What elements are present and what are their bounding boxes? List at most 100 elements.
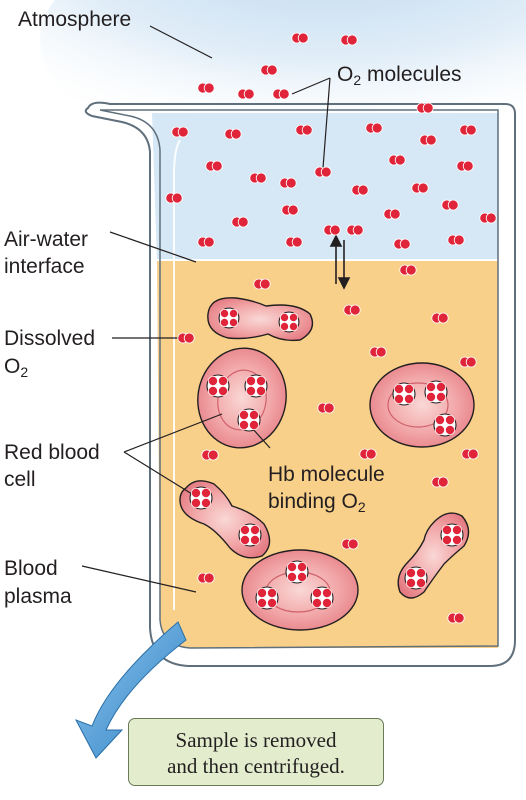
o2-molecule xyxy=(171,126,189,138)
o2-leader-1 xyxy=(291,77,331,95)
label-dissolved-o2-prefix: O xyxy=(4,355,21,378)
o2-molecule xyxy=(441,199,459,211)
o2-molecule xyxy=(295,124,313,136)
hb-molecule xyxy=(244,374,268,398)
label-rbc-line2: cell xyxy=(4,468,36,491)
o2-leader-2 xyxy=(322,77,331,169)
o2-molecule xyxy=(383,208,401,220)
label-dissolved-o2-sub: 2 xyxy=(20,364,29,380)
o2-molecule xyxy=(461,448,479,460)
sample-note-line2: and then centrifuged. xyxy=(167,754,345,778)
o2-molecule xyxy=(291,32,309,44)
o2-molecule xyxy=(419,134,437,146)
hb-molecule xyxy=(424,380,448,404)
hb-molecule xyxy=(440,523,464,547)
o2-molecule xyxy=(323,224,341,236)
label-air-water-line1: Air-water xyxy=(4,228,89,251)
o2-molecule xyxy=(399,264,417,276)
o2-molecule xyxy=(224,128,242,140)
hb-leader xyxy=(251,427,271,449)
o2-molecule xyxy=(165,192,183,204)
o2-molecule xyxy=(253,278,271,290)
o2-molecules xyxy=(165,32,497,624)
o2-molecule xyxy=(459,356,477,368)
hb-molecule xyxy=(433,413,457,437)
hb-molecule xyxy=(238,523,262,547)
label-o2-molecules-suffix: molecules xyxy=(361,63,462,86)
hb-molecule xyxy=(255,586,279,610)
hb-molecule xyxy=(189,486,213,510)
sample-note-box: Sample is removed and then centrifuged. xyxy=(128,718,384,786)
beaker-glass-inner xyxy=(99,109,499,649)
o2-molecule xyxy=(479,212,497,224)
o2-molecule xyxy=(197,82,215,94)
o2-molecule xyxy=(447,234,465,246)
atmosphere-leader xyxy=(149,25,213,59)
rbc-leader-2 xyxy=(123,451,193,495)
o2-molecule xyxy=(388,154,406,166)
label-dissolved-o2: O2 xyxy=(4,354,28,385)
o2-molecule xyxy=(281,204,299,216)
hb-molecule xyxy=(404,566,428,590)
hb-molecule xyxy=(392,382,416,406)
o2-molecule xyxy=(272,88,290,100)
o2-molecule xyxy=(279,177,297,189)
o2-molecule xyxy=(359,448,377,460)
o2-molecule xyxy=(340,34,358,46)
o2-molecule xyxy=(205,160,223,172)
label-o2-molecules-sub: 2 xyxy=(353,72,362,88)
o2-molecule xyxy=(365,122,383,134)
label-atmosphere: Atmosphere xyxy=(18,8,132,31)
hb-molecule xyxy=(278,311,300,333)
label-hb-line2-prefix: binding O xyxy=(268,490,358,513)
hb-molecule xyxy=(285,560,309,584)
o2-molecule xyxy=(197,572,215,584)
red-blood-cell-2 xyxy=(197,347,287,449)
sample-removal-arrow xyxy=(74,621,187,759)
label-hb-line2-sub: 2 xyxy=(357,499,366,515)
label-rbc-line1: Red blood xyxy=(4,441,100,464)
o2-molecule xyxy=(177,332,195,344)
leader-lines xyxy=(81,25,331,593)
equilibrium-arrows xyxy=(329,234,351,290)
o2-molecule xyxy=(459,124,477,136)
o2-molecule xyxy=(201,449,219,461)
label-plasma-line2: plasma xyxy=(4,585,72,608)
o2-molecule xyxy=(317,402,335,414)
beaker-glass xyxy=(84,101,516,667)
o2-molecule xyxy=(249,172,267,184)
o2-molecule xyxy=(260,64,278,76)
o2-molecule xyxy=(351,184,369,196)
red-blood-cell-3 xyxy=(369,362,475,448)
hb-molecules xyxy=(189,307,464,610)
sample-note-line1: Sample is removed xyxy=(175,728,337,752)
o2-molecule xyxy=(369,346,387,358)
hb-molecule xyxy=(206,374,230,398)
label-hb-line2: binding O2 xyxy=(268,489,366,520)
label-hb-line1: Hb molecule xyxy=(268,463,385,486)
o2-molecule xyxy=(343,304,361,316)
o2-molecule xyxy=(231,216,249,228)
o2-molecule xyxy=(341,538,359,550)
o2-molecule xyxy=(197,236,215,248)
o2-molecule xyxy=(314,166,332,178)
label-dissolved-line1: Dissolved xyxy=(4,327,96,350)
o2-molecule xyxy=(237,88,255,100)
hb-molecule xyxy=(218,307,240,329)
label-plasma-line1: Blood xyxy=(4,557,58,580)
label-o2-molecules: O2 molecules xyxy=(337,62,462,93)
o2-molecule xyxy=(411,182,429,194)
o2-molecule xyxy=(285,236,303,248)
o2-molecule xyxy=(447,612,465,624)
plasma-leader xyxy=(81,565,197,593)
o2-molecule xyxy=(346,224,364,236)
label-air-water-line2: interface xyxy=(4,255,85,278)
o2-molecule xyxy=(431,312,449,324)
rbc-leader-1 xyxy=(123,413,223,453)
o2-molecule xyxy=(456,160,474,172)
hb-molecule xyxy=(310,586,334,610)
o2-molecule xyxy=(431,476,449,488)
hb-molecule xyxy=(237,408,261,432)
beaker-highlight xyxy=(173,139,181,610)
